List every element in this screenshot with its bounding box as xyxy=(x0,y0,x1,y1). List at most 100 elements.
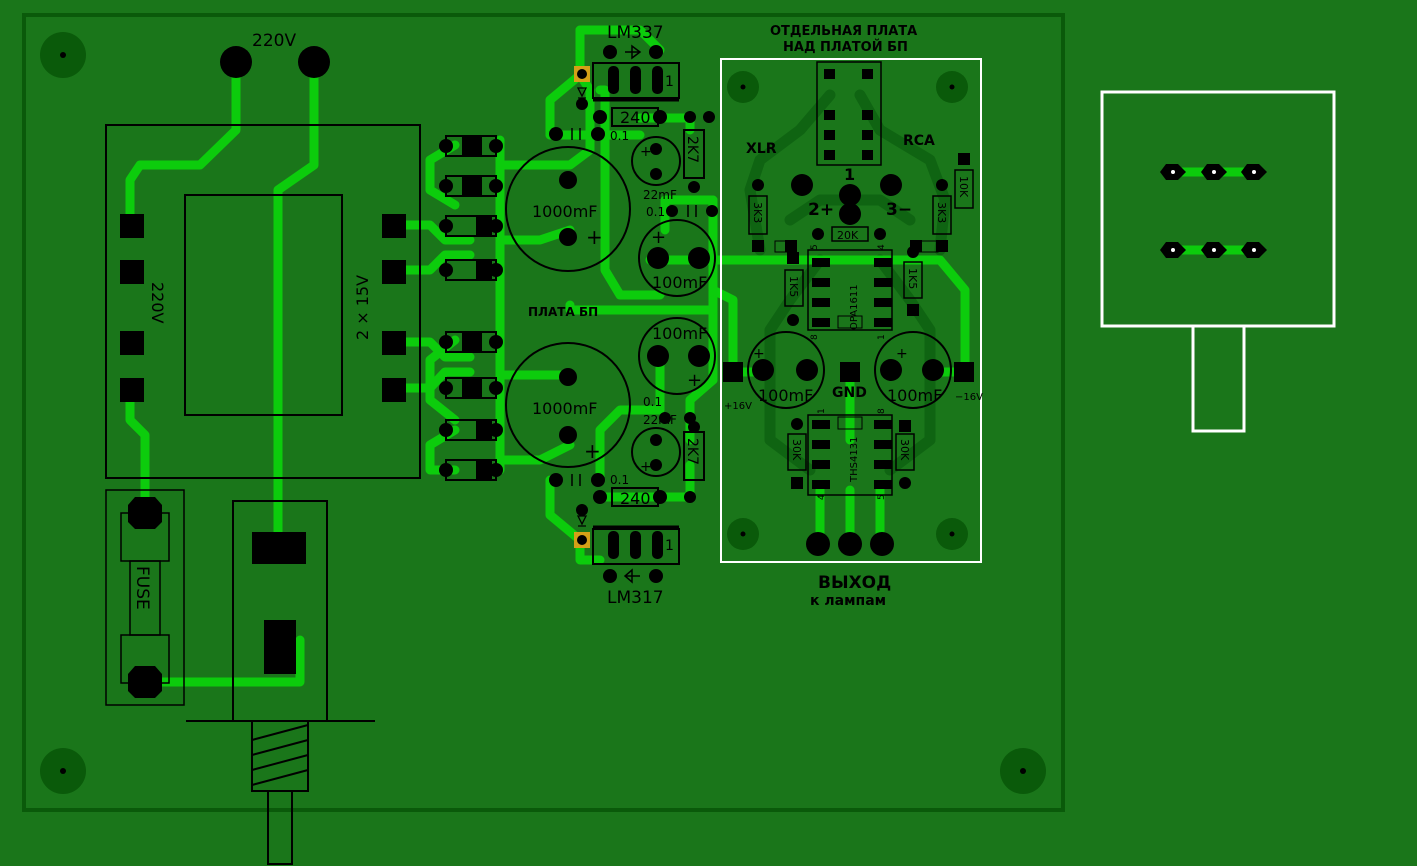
lm317-label: LM317 xyxy=(607,588,664,608)
minus16-label: −16V xyxy=(955,392,983,403)
regulator-lm337: LM337 1 xyxy=(574,23,680,110)
fuse-pad-top xyxy=(128,497,162,529)
resistor-30k-right-value: 30K xyxy=(898,439,911,461)
psu-board-label: ПЛАТА БП xyxy=(528,305,598,319)
cap-01-d-value: 0.1 xyxy=(610,473,629,487)
ic-opa1611: OPA1611 5 4 8 1 xyxy=(807,244,893,340)
lm317-pin: 1 xyxy=(665,538,674,554)
xlr-pin-3 xyxy=(880,174,902,196)
cap-1000-bottom-plus: + xyxy=(584,439,601,463)
ths-pin-4: 4 xyxy=(817,494,827,500)
pin-2-label: 2+ xyxy=(808,200,834,220)
lm337-pin: 1 xyxy=(665,74,674,90)
external-socket-pads xyxy=(1160,164,1267,258)
transformer-primary-label: 220V xyxy=(148,282,167,324)
cap-100-mid-plus: + xyxy=(687,370,702,391)
external-socket-outline xyxy=(1100,90,1336,433)
xlr-pin-1 xyxy=(839,184,861,206)
xlr-label: XLR xyxy=(746,141,777,157)
cap-01-c-value: 0.1 xyxy=(643,395,662,409)
resistor-2k7-top-value: 2K7 xyxy=(684,136,700,163)
ths4131-label: THS4131 xyxy=(849,437,860,483)
regulator-lm317: 1 LM317 xyxy=(574,504,680,608)
cap-01-b-value: 0.1 xyxy=(646,205,665,219)
switch-pad-bottom xyxy=(264,620,296,674)
cap-01-a: 0.1 xyxy=(549,127,629,143)
resistor-20k-value: 20K xyxy=(837,229,859,242)
xlr-pin-2 xyxy=(791,174,813,196)
mains-label: 220V xyxy=(252,31,296,51)
resistor-1k5-right: 1K5 xyxy=(903,246,923,316)
resistor-240-top: 240 xyxy=(593,107,715,127)
xlr-socket xyxy=(816,61,882,166)
cap-1000-top-plus: + xyxy=(586,225,603,249)
cap-100-mid: 100mF + xyxy=(638,317,716,395)
pad-plus16 xyxy=(723,362,743,382)
cap-1000-top: 1000mF + xyxy=(505,146,631,272)
transformer-secondary-label: 2 × 15V xyxy=(353,275,372,340)
rca-label: RCA xyxy=(903,133,935,149)
resistor-30k-left-value: 30K xyxy=(790,439,803,461)
resistor-1k5-right-value: 1K5 xyxy=(906,268,919,289)
opa1611-label: OPA1611 xyxy=(849,284,860,330)
resistor-10k-value: 10K xyxy=(957,176,970,198)
aux-bottom-traces xyxy=(744,89,951,476)
cap-100-left-value: 100mF xyxy=(758,386,813,405)
resistor-30k-left: 30K xyxy=(787,418,807,489)
mains-input: 220V xyxy=(220,31,330,78)
fuse-pad-bottom xyxy=(128,666,162,698)
cap-01-b: 0.1 xyxy=(646,205,718,219)
resistor-30k-right: 30K xyxy=(895,420,915,489)
aux-board-title-2: НАД ПЛАТОЙ БП xyxy=(783,39,908,55)
opa-pin-5: 5 xyxy=(810,244,820,250)
cap-100-right-value: 100mF xyxy=(887,386,942,405)
pin-1-label: 1 xyxy=(844,165,855,184)
cap-100-left: + 100mF xyxy=(747,331,825,409)
resistor-240-bottom: 240 xyxy=(593,487,696,508)
aux-board-outline xyxy=(720,58,982,563)
cap-100-mid-value: 100mF xyxy=(652,324,707,343)
switch-pad-top xyxy=(252,532,306,564)
cap-22-top-value: 22mF xyxy=(643,188,677,202)
resistor-20k: 20K xyxy=(812,226,886,242)
cap-1000-bottom-value: 1000mF xyxy=(532,399,598,418)
copper-traces xyxy=(125,25,1261,687)
aux-board-title-1: ОТДЕЛЬНАЯ ПЛАТА xyxy=(770,24,917,39)
transformer-pads xyxy=(120,214,406,402)
board-outline xyxy=(22,13,1065,812)
pad-minus16 xyxy=(954,362,974,382)
diode-pads xyxy=(439,136,503,480)
transformer xyxy=(105,124,421,479)
opa-pin-4: 4 xyxy=(877,244,887,250)
cap-1000-top-value: 1000mF xyxy=(532,202,598,221)
cap-01-a-value: 0.1 xyxy=(610,129,629,143)
pad-gnd xyxy=(840,362,860,382)
cap-01-c: 0.1 xyxy=(643,395,662,409)
ths-pin-5: 5 xyxy=(877,494,887,500)
ths-pin-1: 1 xyxy=(817,408,827,414)
resistor-2k7-top: 2K7 xyxy=(683,129,705,193)
resistor-2k7-bottom-value: 2K7 xyxy=(684,438,700,465)
cap-100-right: + 100mF xyxy=(874,331,952,409)
cap-100-right-plus: + xyxy=(896,346,908,362)
cap-100-top-plus: + xyxy=(651,227,666,248)
mounting-holes xyxy=(40,32,1046,794)
output-pad-2 xyxy=(838,532,862,556)
ths-pin-8: 8 xyxy=(877,408,887,414)
output-pad-1 xyxy=(806,532,830,556)
resistor-3k3-left: 3K3 xyxy=(748,179,797,253)
power-switch xyxy=(186,500,375,865)
resistor-3k3-right-value: 3K3 xyxy=(935,202,948,223)
lm337-label: LM337 xyxy=(607,23,664,43)
resistor-240-bottom-value: 240 xyxy=(620,489,651,508)
output-pad-3 xyxy=(870,532,894,556)
xlr-pin-gnd xyxy=(839,203,861,225)
resistor-10k: 10K xyxy=(936,153,974,209)
output-sub-label: к лампам xyxy=(810,593,886,609)
resistor-240-top-value: 240 xyxy=(620,108,651,127)
cap-100-left-plus: + xyxy=(753,346,765,362)
opa-pin-1: 1 xyxy=(877,334,887,340)
cap-22-bottom: 22mF + xyxy=(631,412,696,477)
cap-100-top: + 100mF xyxy=(638,219,716,297)
